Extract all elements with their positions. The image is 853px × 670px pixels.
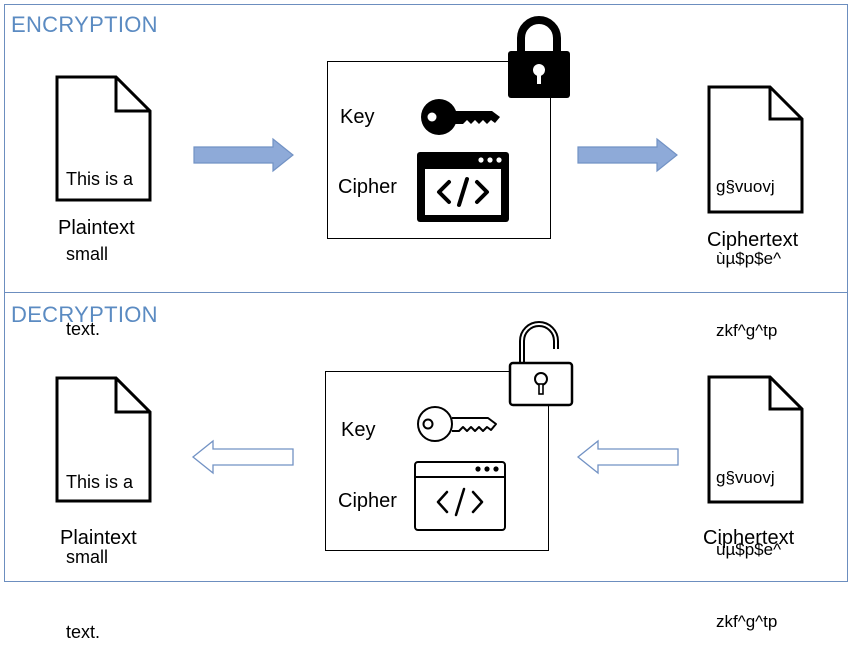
doc-line: small <box>66 244 109 264</box>
key-label: Key <box>341 419 376 441</box>
decryption-title: DECRYPTION <box>11 302 158 327</box>
decryption-panel <box>4 292 848 582</box>
ciphertext-document-icon <box>707 375 804 504</box>
plaintext-caption: Plaintext <box>58 217 135 239</box>
encryption-title: ENCRYPTION <box>11 12 158 37</box>
plaintext-document-icon <box>55 75 152 202</box>
ciphertext-document-icon <box>707 85 804 214</box>
doc-line: ùµ$p$e^ <box>716 540 782 559</box>
right-arrow-icon <box>193 137 294 173</box>
right-arrow-icon <box>577 137 678 173</box>
plaintext-caption: Plaintext <box>60 527 137 549</box>
code-window-icon <box>417 152 509 222</box>
doc-line: ùµ$p$e^ <box>716 249 782 268</box>
closed-padlock-icon <box>508 16 570 98</box>
doc-line: zkf^g^tp <box>716 612 778 631</box>
doc-line: text. <box>66 319 101 339</box>
left-arrow-icon <box>576 439 679 475</box>
plaintext-document-icon <box>55 376 152 503</box>
ciphertext-doc-text: g§vuovj ùµ$p$e^ zkf^g^tp <box>716 127 781 367</box>
plaintext-doc-text: This is a small text. <box>66 117 133 367</box>
doc-line: g§vuovj <box>716 468 775 487</box>
doc-line: small <box>66 547 109 567</box>
left-arrow-icon <box>191 439 294 475</box>
open-padlock-icon <box>508 321 574 407</box>
doc-line: zkf^g^tp <box>716 321 778 340</box>
doc-line: text. <box>66 622 101 642</box>
key-icon <box>421 99 500 135</box>
ciphertext-caption: Ciphertext <box>707 229 799 251</box>
cipher-label: Cipher <box>338 490 397 512</box>
key-label: Key <box>340 106 375 128</box>
doc-line: This is a <box>66 472 134 492</box>
code-window-icon <box>414 461 506 531</box>
key-icon <box>417 406 497 442</box>
doc-line: g§vuovj <box>716 177 775 196</box>
ciphertext-caption: Ciphertext <box>703 527 795 549</box>
cipher-label: Cipher <box>338 176 397 198</box>
doc-line: This is a <box>66 169 134 189</box>
